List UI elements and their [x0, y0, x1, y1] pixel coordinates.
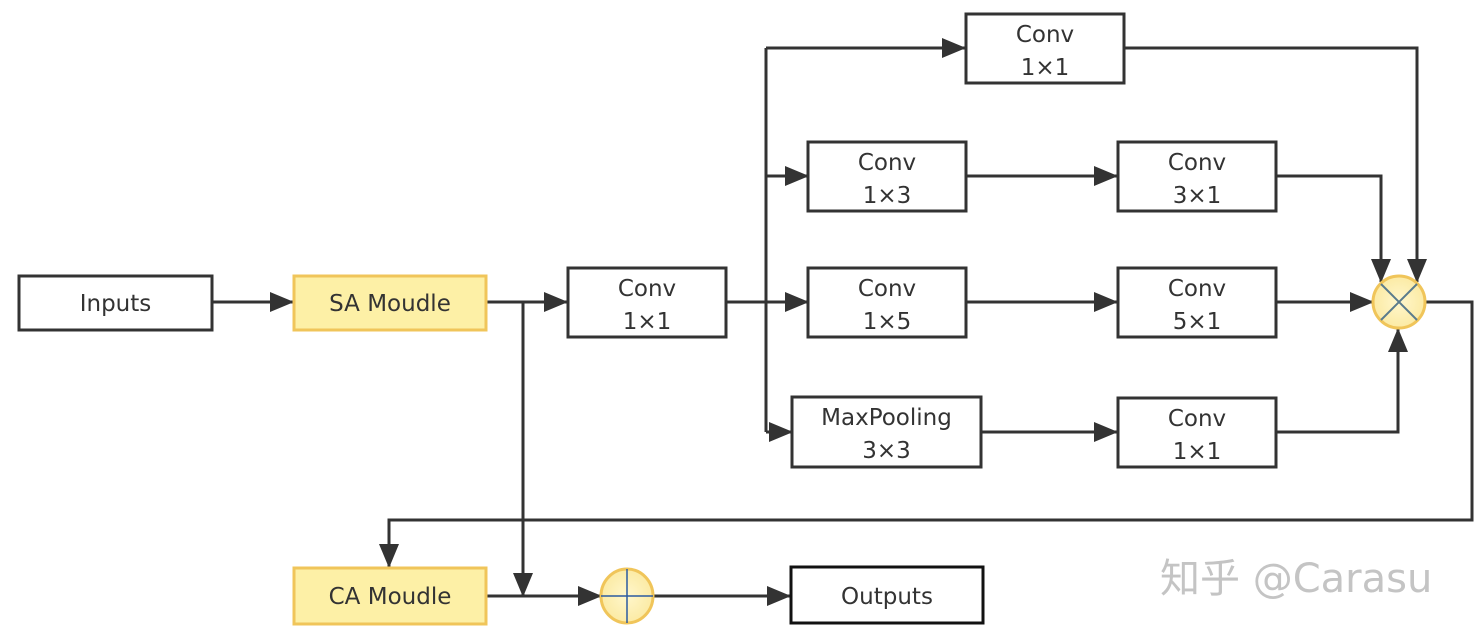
edge-b2-to-multiply	[1276, 174, 1391, 283]
node-b1-conv-line1: Conv	[1016, 22, 1074, 48]
node-conv-in-line2: 1×1	[623, 309, 672, 335]
node-conv-in: Conv 1×1	[566, 266, 728, 339]
node-b3-conv-b-line2: 5×1	[1173, 309, 1222, 335]
node-b4-maxpool-line2: 3×3	[862, 438, 911, 464]
node-ca-module: CA Moudle	[292, 566, 488, 626]
node-inputs: Inputs	[17, 274, 214, 332]
node-outputs: Outputs	[789, 565, 985, 625]
edge-multiply-to-ca	[379, 300, 1474, 568]
multiply-operator	[1371, 274, 1427, 330]
node-b4-conv: Conv 1×1	[1116, 396, 1278, 469]
multiply-icon	[1380, 283, 1418, 321]
node-b2-conv-b-line2: 3×1	[1173, 183, 1222, 209]
node-sa-module-label: SA Moudle	[329, 291, 451, 317]
node-outputs-label: Outputs	[841, 584, 933, 610]
node-b3-conv-b-line1: Conv	[1168, 276, 1226, 302]
node-b3-conv-a: Conv 1×5	[806, 266, 968, 339]
plus-icon	[601, 569, 653, 623]
node-ca-module-label: CA Moudle	[329, 584, 452, 610]
node-sa-module: SA Moudle	[292, 274, 488, 332]
node-b2-conv-a-line2: 1×3	[863, 183, 912, 209]
edge-b4-to-multiply	[1276, 328, 1408, 434]
node-b4-maxpool-line1: MaxPooling	[821, 405, 952, 431]
node-conv-in-line1: Conv	[618, 276, 676, 302]
edge-b1-to-multiply	[1124, 46, 1427, 283]
add-operator	[599, 567, 655, 625]
watermark-text: 知乎 @Carasu	[1160, 556, 1432, 602]
node-b3-conv-a-line2: 1×5	[863, 309, 912, 335]
node-b2-conv-b-line1: Conv	[1168, 150, 1226, 176]
node-b3-conv-a-line1: Conv	[858, 276, 916, 302]
node-b2-conv-b: Conv 3×1	[1116, 140, 1278, 213]
node-b1-conv: Conv 1×1	[964, 12, 1126, 85]
node-b3-conv-b: Conv 5×1	[1116, 266, 1278, 339]
node-b2-conv-a: Conv 1×3	[806, 140, 968, 213]
node-b4-conv-line2: 1×1	[1173, 439, 1222, 465]
node-b2-conv-a-line1: Conv	[858, 150, 916, 176]
node-b1-conv-line2: 1×1	[1021, 55, 1070, 81]
node-b4-conv-line1: Conv	[1168, 406, 1226, 432]
node-b4-maxpool: MaxPooling 3×3	[790, 395, 983, 469]
node-inputs-label: Inputs	[80, 291, 152, 317]
